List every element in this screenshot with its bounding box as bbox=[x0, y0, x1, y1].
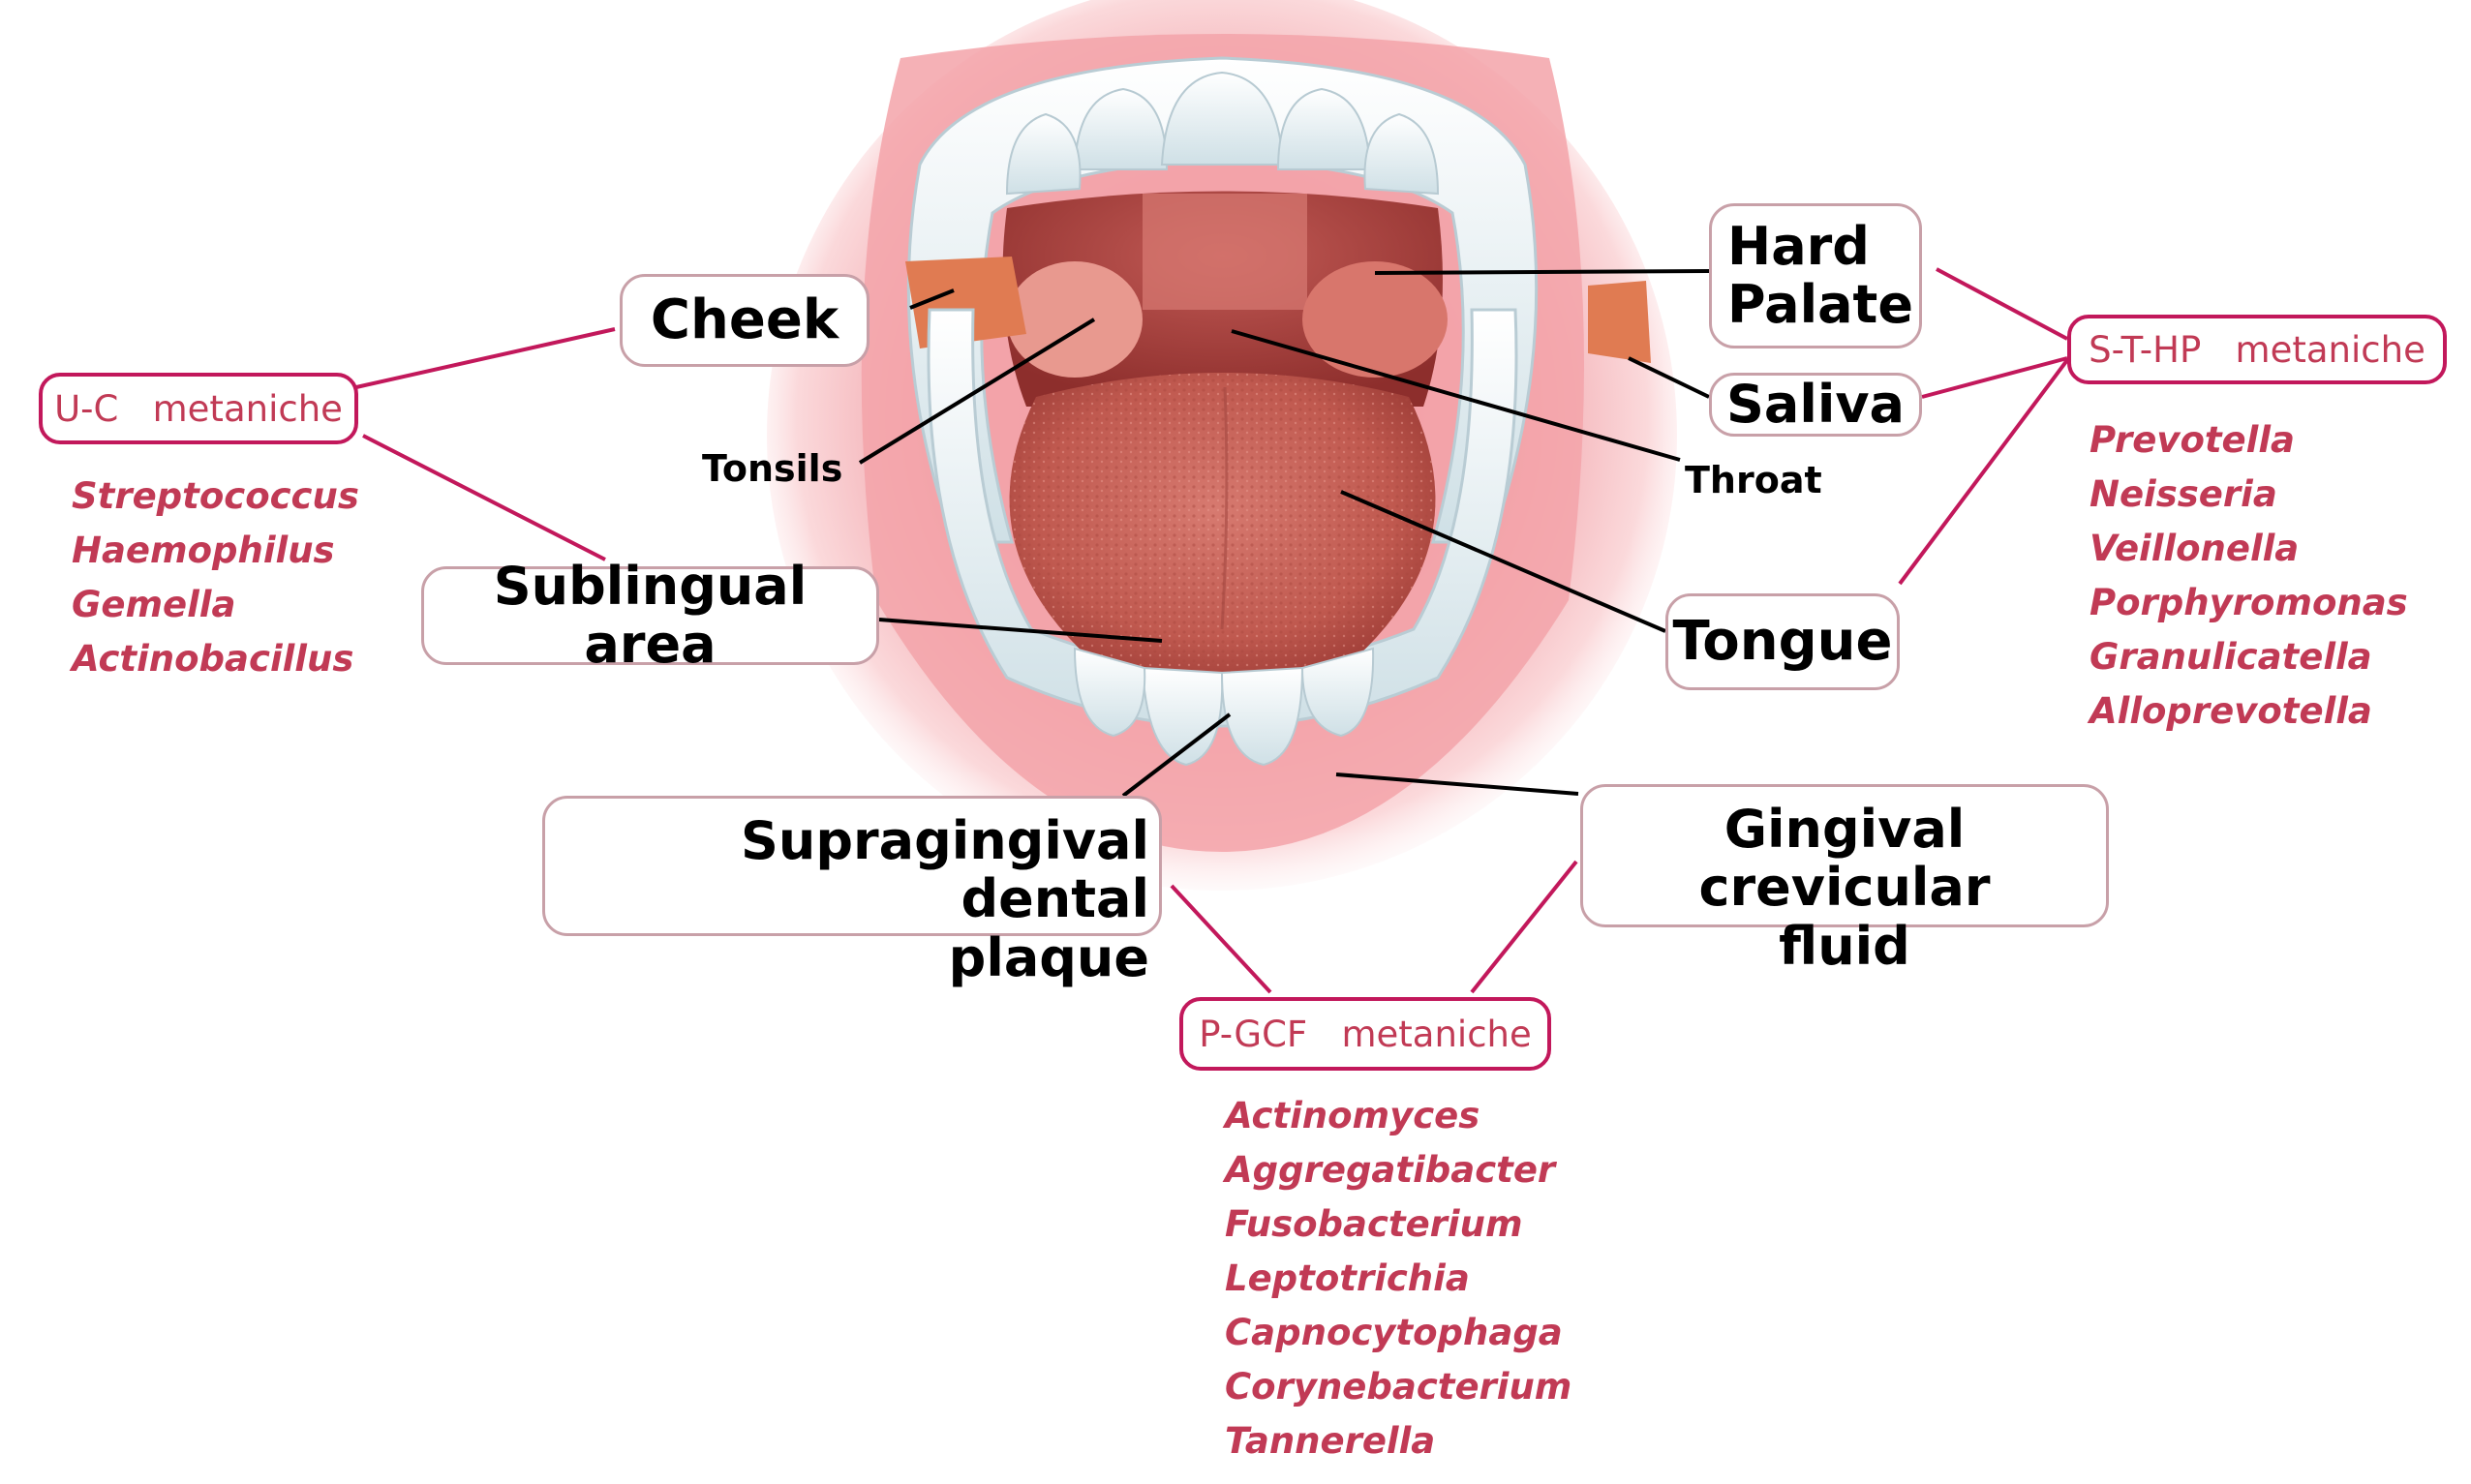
label-saliva-text: Saliva bbox=[1726, 373, 1905, 435]
genus-item: Alloprevotella bbox=[2090, 690, 2372, 732]
label-saliva: Saliva bbox=[1709, 373, 1922, 437]
genus-item: Actinomyces bbox=[1225, 1095, 1480, 1136]
label-supragingival-line1: Supragingival dental bbox=[741, 810, 1149, 930]
genus-item: Actinobacillus bbox=[72, 638, 354, 680]
palate-band bbox=[1143, 194, 1307, 310]
tongue-midline bbox=[1220, 386, 1229, 630]
label-hard-palate: Hard Palate bbox=[1709, 203, 1922, 348]
lower-incisors bbox=[1073, 647, 1375, 767]
label-supragingival-line2: plaque bbox=[948, 926, 1149, 988]
genus-item: Fusobacterium bbox=[1225, 1203, 1523, 1245]
right-cheek-patch bbox=[1588, 281, 1651, 363]
genus-item: Porphyromonas bbox=[2090, 582, 2408, 623]
sthp-genus-list: Prevotella Neisseria Veillonella Porphyr… bbox=[2090, 413, 2408, 739]
pgcf-metaniche-badge: P-GCF metaniche bbox=[1179, 997, 1551, 1071]
genus-item: Granulicatella bbox=[2090, 636, 2372, 678]
label-hard-palate-line1: Hard bbox=[1727, 216, 1870, 277]
genus-item: Prevotella bbox=[2090, 419, 2295, 461]
label-supragingival-dental-plaque: Supragingival dental plaque bbox=[542, 796, 1162, 987]
left-tonsil bbox=[1007, 261, 1143, 378]
label-gingival-line2: fluid bbox=[1779, 915, 1910, 977]
label-tonsils: Tonsils bbox=[702, 447, 843, 490]
label-sublingual-area: Sublingual area bbox=[421, 557, 879, 674]
genus-item: Neisseria bbox=[2090, 473, 2277, 515]
uc-metaniche-badge: U-C metaniche bbox=[39, 373, 358, 444]
label-gingival-line1: Gingival crevicular bbox=[1698, 799, 1991, 919]
genus-item: Leptotrichia bbox=[1225, 1257, 1470, 1299]
genus-item: Tannerella bbox=[1225, 1420, 1436, 1462]
genus-item: Haemophilus bbox=[72, 530, 335, 571]
leader-lines bbox=[858, 269, 1710, 798]
tongue-texture bbox=[1009, 373, 1436, 678]
sthp-metaniche-title: S-T-HP metaniche bbox=[2089, 328, 2425, 371]
label-tongue-text: Tongue bbox=[1672, 609, 1893, 673]
sthp-metaniche-badge: S-T-HP metaniche bbox=[2067, 315, 2447, 384]
label-throat: Throat bbox=[1685, 459, 1822, 501]
genus-item: Gemella bbox=[72, 584, 236, 625]
label-hard-palate-line2: Palate bbox=[1727, 274, 1913, 336]
genus-item: Streptococcus bbox=[72, 475, 359, 517]
pgcf-genus-list: Actinomyces Aggregatibacter Fusobacteriu… bbox=[1225, 1089, 1571, 1469]
genus-item: Veillonella bbox=[2090, 528, 2300, 569]
upper-incisors bbox=[1005, 71, 1440, 196]
pgcf-metaniche-title: P-GCF metaniche bbox=[1199, 1013, 1532, 1055]
label-cheek-text: Cheek bbox=[650, 288, 839, 351]
label-gingival-crevicular-fluid: Gingival crevicular fluid bbox=[1580, 784, 2109, 976]
label-tongue: Tongue bbox=[1665, 593, 1900, 690]
genus-item: Aggregatibacter bbox=[1225, 1149, 1556, 1191]
metaniche-connectors bbox=[355, 267, 2069, 994]
label-sublingual-area-text: Sublingual area bbox=[493, 555, 808, 675]
uc-genus-list: Streptococcus Haemophilus Gemella Actino… bbox=[72, 469, 359, 686]
uc-metaniche-title: U-C metaniche bbox=[54, 387, 343, 430]
label-cheek: Cheek bbox=[620, 274, 869, 367]
genus-item: Corynebacterium bbox=[1225, 1366, 1572, 1408]
genus-item: Capnocytophaga bbox=[1225, 1312, 1563, 1353]
right-tonsil bbox=[1302, 261, 1448, 378]
